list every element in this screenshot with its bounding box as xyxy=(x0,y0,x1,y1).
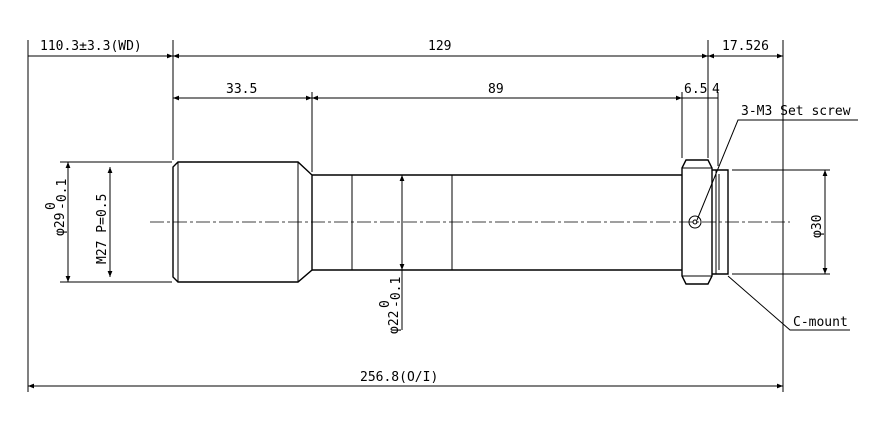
front-diameter-label-group: φ29 0 -0.1 xyxy=(44,179,70,236)
barrel-diameter-label-group: φ22 0 -0.1 xyxy=(378,277,404,334)
front-diameter-tol-upper: 0 xyxy=(44,202,59,210)
dim-front-section-label: 33.5 xyxy=(226,82,257,97)
c-mount-callout: C-mount xyxy=(793,315,848,330)
set-screw-callout: 3-M3 Set screw xyxy=(741,104,851,119)
dim-wd-label: 110.3±3.3(WD) xyxy=(40,39,142,54)
front-diameter-label: φ29 xyxy=(53,213,68,236)
barrel-diameter-tol-upper: 0 xyxy=(378,300,393,308)
front-diameter-tol-lower: -0.1 xyxy=(55,179,70,210)
dim-rear-a-label: 6.5 xyxy=(684,82,707,97)
barrel-diameter-tol-lower: -0.1 xyxy=(389,277,404,308)
dim-mid-section-label: 89 xyxy=(488,82,504,97)
dim-flange-back-label: 17.526 xyxy=(722,39,769,54)
barrel-diameter-label: φ22 xyxy=(387,311,402,334)
thread-label-group: M27 P=0.5 xyxy=(95,194,110,264)
mount-diameter-label-group: φ30 xyxy=(810,215,825,238)
dim-total-label: 256.8(O/I) xyxy=(360,370,438,385)
set-screw-leader xyxy=(696,119,858,221)
thread-spec-label: M27 P=0.5 xyxy=(95,194,110,264)
extension-lines xyxy=(27,40,830,392)
dim-rear-b-label: 4 xyxy=(712,82,720,97)
middle-tube xyxy=(312,174,682,271)
dim-lens-length-label: 129 xyxy=(428,39,451,54)
c-mount-leader xyxy=(727,275,850,331)
mount-diameter-label: φ30 xyxy=(810,215,825,238)
